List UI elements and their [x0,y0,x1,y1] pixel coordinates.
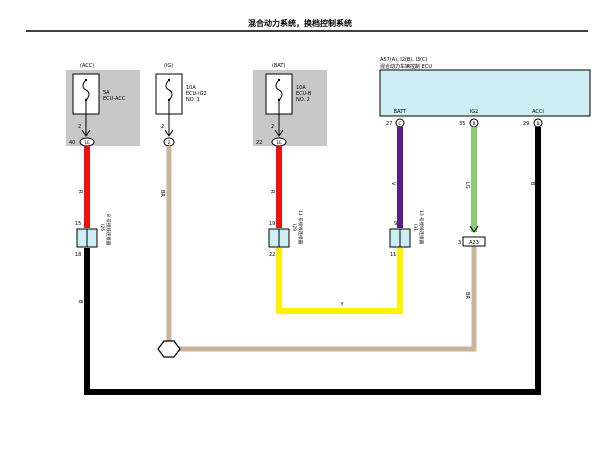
wire-acc-black [84,127,541,395]
wire-acci-black-label: B [529,182,535,186]
fuse-bat-dot-top [277,78,281,82]
fuse-bat-conn-pin: 22 [256,140,262,146]
junction-i26-top-pin: 15 [75,221,81,227]
conn-ig-id: 2 [168,140,171,146]
wire-acc-red-label: R [77,190,83,194]
fuse-acc-arrow [81,129,91,137]
fuse-bat-pin: 2 [271,124,274,130]
junction-i29: 19 22 I29 11 号接线连接器 [268,210,304,258]
junction-i31-top-pin: 9 [394,221,397,227]
fuse-acc-name: ECU-ACC [103,96,126,102]
junction-i29-id: I29 [291,224,297,231]
connector-a23-pin: 3 [458,240,461,246]
junction-i26-label: 8 号接线连接器 [105,214,112,246]
splice-node [157,340,181,358]
wire-ig-tan [166,146,477,352]
fuse-acc-group: (ACC) [80,63,94,69]
fuse-ig-rating: 10A [186,85,196,91]
fuse-ig-symbol [165,79,173,101]
fuse-ig-dot-top [167,78,171,82]
ecu-pin-acci-name: ACCI [532,109,544,115]
ecu-pin-batt-name: BATT [394,109,407,115]
wire-yellow [276,248,403,314]
ecu-pin-acci-num: 29 [523,121,529,127]
wire-yellow-label: Y [339,302,344,308]
fuse-bat-name: ECU-B [296,91,312,97]
wire-green-label: LG [464,182,470,189]
connector-a23-id: A23 [469,240,479,246]
junction-i31-bottom-pin: 11 [390,252,396,258]
fuse-bat-rating: 10A [296,85,306,91]
wire-a23-tan-label: BR [464,292,470,299]
conn-acc-id: 1E [84,140,90,146]
junction-i31-label: 13 号接线连接器 [418,210,425,245]
fuse-ig-arrow [164,129,174,137]
fuse-bat-arrow [274,129,284,137]
ecu-pin-acci-conn-id: B [536,121,539,127]
fuse-acc-conn-pin: 40 [69,140,75,146]
fuse-acc-rating: 5A [103,90,110,96]
fuse-bat-name2: NO. 2 [296,97,310,103]
fuse-bat-symbol [275,79,283,101]
wire-green-arrow [469,225,479,233]
wire-violet-label: V [390,182,396,186]
ecu-pin-batt-num: 27 [386,121,392,127]
ecu-pin-ig2-name: IG2 [470,109,479,115]
fuse-acc-symbol [82,79,90,101]
junction-i29-label: 11 号接线连接器 [297,210,304,245]
fuse-ig-name: ECU-IG2 [186,91,207,97]
junction-i29-bottom-pin: 22 [269,252,275,258]
connector-a23 [462,236,486,247]
fuse-ig-name2: NO. 1 [186,97,200,103]
conn-bat-id: 1E [276,140,282,146]
wire-bat-red-label: R [269,190,275,194]
ecu-box [379,69,591,117]
fuse-bat-group: (BAT) [272,63,285,69]
ecu-pin-batt-conn-id: C [398,121,401,127]
fuse-acc-pin: 2 [78,124,81,130]
ecu-connectors-label: A57(A), I2(B), I3(C) [380,57,428,63]
fuse-ig-group: (IG) [164,63,173,69]
fuse-acc-dot-top [84,78,88,82]
wire-acc-black-label: B [77,300,83,304]
ecu-name-label: 混合动力车辆控制 ECU [380,63,432,70]
ecu-pin-ig2-num: 35 [459,121,465,127]
junction-i31: 9 11 I31 13 号接线连接器 [389,210,425,258]
junction-i31-id: I31 [412,224,418,231]
fuse-ig-pin: 2 [161,124,164,130]
junction-i26: 15 18 I26 8 号接线连接器 [75,214,112,258]
ecu-pin-ig2-conn-id: B [472,121,475,127]
junction-i29-top-pin: 19 [269,221,275,227]
junction-i26-bottom-pin: 18 [75,252,81,258]
page-title: 混合动力系统，换档控制系统 [248,18,352,28]
junction-i26-id: I26 [99,224,105,231]
wire-ig-tan-label: BR [159,190,165,197]
